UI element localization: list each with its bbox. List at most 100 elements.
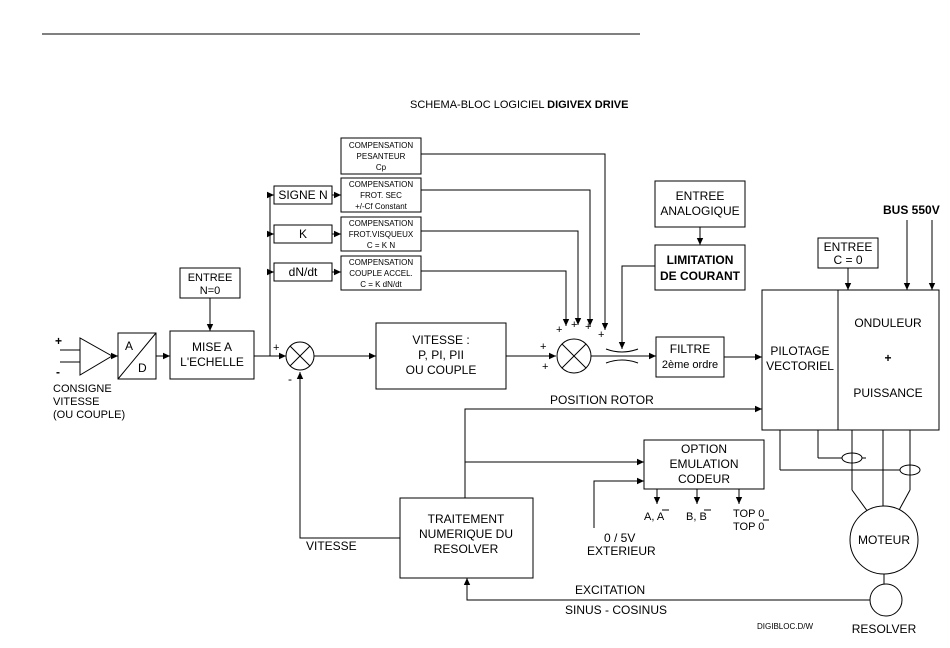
torque-summer: + + + + + +	[540, 319, 604, 374]
consigne-label: CONSIGNE VITESSE (OU COUPLE)	[53, 383, 125, 421]
encoder-output-aa: A, A	[644, 509, 669, 523]
svg-text:OPTION: OPTION	[681, 442, 727, 456]
current-limiter-symbol	[605, 348, 639, 364]
svg-text:Cp: Cp	[376, 163, 387, 172]
svg-text:EXTERIEUR: EXTERIEUR	[587, 544, 656, 558]
encoder-output-bb: B, B	[686, 509, 711, 523]
summer2-sign-4: +	[585, 321, 591, 333]
svg-text:RESOLVER: RESOLVER	[852, 622, 917, 636]
resolver: RESOLVER	[852, 583, 917, 636]
comp-frot-sec-block: COMPENSATION FROT. SEC +/-Cf Constant	[340, 177, 422, 213]
svg-text:B, B: B, B	[686, 511, 707, 523]
svg-text:PESANTEUR: PESANTEUR	[357, 152, 406, 161]
k-block: K	[273, 224, 333, 244]
svg-text:ENTREE: ENTREE	[188, 272, 233, 284]
svg-text:K: K	[299, 227, 307, 241]
svg-text:2ème ordre: 2ème ordre	[662, 359, 718, 371]
svg-text:(OU COUPLE): (OU COUPLE)	[53, 409, 125, 421]
svg-text:COMPENSATION: COMPENSATION	[349, 180, 414, 189]
comp-pesanteur-block: COMPENSATION PESANTEUR Cp	[340, 137, 422, 175]
svg-text:0 / 5V: 0 / 5V	[604, 531, 635, 545]
svg-text:COUPLE ACCEL.: COUPLE ACCEL.	[349, 269, 413, 278]
vitesse-feedback-label: VITESSE	[306, 539, 357, 553]
adc-label-a: A	[125, 339, 133, 353]
comp-couple-accel-block: COMPENSATION COUPLE ACCEL. C = K dN/dt	[340, 255, 422, 291]
svg-text:VITESSE :: VITESSE :	[412, 333, 469, 347]
svg-text:COMPENSATION: COMPENSATION	[349, 258, 414, 267]
comp-frot-visqueux-block: COMPENSATION FROT.VISQUEUX C = K N	[340, 216, 422, 252]
entree-analogique-block: ENTREE ANALOGIQUE	[654, 180, 746, 228]
svg-text:FROT.VISQUEUX: FROT.VISQUEUX	[349, 230, 414, 239]
svg-text:dN/dt: dN/dt	[289, 265, 318, 279]
current-sensors	[779, 430, 921, 476]
svg-text:C = 0: C = 0	[833, 253, 862, 267]
svg-text:COMPENSATION: COMPENSATION	[349, 141, 414, 150]
summer2-sign-3: +	[571, 319, 577, 331]
svg-text:LIMITATION: LIMITATION	[667, 253, 734, 267]
entree-c0-block: ENTREE C = 0	[817, 237, 879, 269]
mise-echelle-block: MISE A L'ECHELLE	[169, 330, 255, 380]
svg-text:CODEUR: CODEUR	[678, 472, 730, 486]
svg-text:TOP 0: TOP 0	[733, 508, 764, 520]
svg-text:CONSIGNE: CONSIGNE	[53, 383, 112, 395]
signe-n-block: SIGNE N	[273, 185, 333, 205]
svg-text:VITESSE: VITESSE	[53, 396, 99, 408]
svg-text:ENTREE: ENTREE	[824, 240, 873, 254]
summer2-sign-6: +	[542, 361, 548, 373]
svg-text:P, PI, PII: P, PI, PII	[418, 348, 464, 362]
svg-text:SIGNE N: SIGNE N	[278, 188, 327, 202]
svg-text:C = K N: C = K N	[367, 241, 395, 250]
svg-text:L'ECHELLE: L'ECHELLE	[180, 355, 244, 369]
excitation-label: EXCITATION	[575, 583, 645, 597]
svg-text:C = K dN/dt: C = K dN/dt	[360, 280, 402, 289]
svg-text:MISE A: MISE A	[192, 340, 232, 354]
summer2-sign-5: +	[598, 329, 604, 341]
input-terminals: + -	[55, 334, 80, 379]
svg-text:N=0: N=0	[200, 285, 221, 297]
title-prefix: SCHEMA-BLOC LOGICIEL	[410, 99, 547, 111]
position-rotor-label: POSITION ROTOR	[550, 393, 654, 407]
dndt-block: dN/dt	[273, 262, 333, 282]
svg-text:A, A: A, A	[644, 511, 665, 523]
svg-text:DE COURANT: DE COURANT	[660, 269, 741, 283]
svg-text:EMULATION: EMULATION	[669, 457, 738, 471]
svg-text:PILOTAGE: PILOTAGE	[770, 344, 829, 358]
svg-text:RESOLVER: RESOLVER	[434, 542, 499, 556]
speed-regulator-block: VITESSE : P, PI, PII OU COUPLE	[375, 322, 507, 390]
file-reference: DIGIBLOC.D/W	[757, 622, 813, 631]
title-bold: DIGIVEX DRIVE	[547, 99, 628, 111]
svg-text:+/-Cf Constant: +/-Cf Constant	[355, 202, 408, 211]
svg-text:MOTEUR: MOTEUR	[858, 533, 910, 547]
exterieur-label: 0 / 5V EXTERIEUR	[587, 531, 656, 558]
svg-text:ANALOGIQUE: ANALOGIQUE	[660, 204, 739, 218]
svg-text:ENTREE: ENTREE	[676, 189, 725, 203]
speed-error-summer: + -	[273, 341, 315, 386]
limitation-courant-block: LIMITATION DE COURANT	[654, 244, 746, 291]
svg-text:FILTRE: FILTRE	[670, 342, 710, 356]
svg-text:NUMERIQUE DU: NUMERIQUE DU	[419, 527, 513, 541]
option-emulation-codeur-block: OPTION EMULATION CODEUR	[643, 439, 765, 490]
svg-text:TOP 0: TOP 0	[733, 521, 764, 533]
onduleur-puissance-block: ONDULEUR + PUISSANCE	[837, 289, 940, 431]
pilotage-vectoriel-block: PILOTAGE VECTORIEL	[761, 289, 839, 431]
entree-n0-block: ENTREE N=0	[179, 267, 241, 299]
svg-text:OU COUPLE: OU COUPLE	[406, 363, 477, 377]
svg-text:PUISSANCE: PUISSANCE	[853, 386, 922, 400]
diagram-title: SCHEMA-BLOC LOGICIEL DIGIVEX DRIVE	[410, 99, 628, 111]
svg-text:COMPENSATION: COMPENSATION	[349, 219, 414, 228]
summer2-sign-2: +	[556, 324, 562, 336]
input-plus-sign: +	[55, 334, 62, 348]
svg-text:FROT. SEC: FROT. SEC	[360, 191, 402, 200]
adc-block: A D	[117, 332, 157, 380]
summer1-minus: -	[288, 372, 292, 386]
sinus-cosinus-label: SINUS - COSINUS	[565, 603, 667, 617]
input-minus-sign: -	[56, 365, 60, 379]
adc-label-d: D	[138, 361, 147, 375]
svg-text:TRAITEMENT: TRAITEMENT	[428, 512, 505, 526]
svg-text:ONDULEUR: ONDULEUR	[854, 316, 922, 330]
summer2-sign-1: +	[540, 341, 546, 353]
traitement-resolver-block: TRAITEMENT NUMERIQUE DU RESOLVER	[399, 497, 534, 579]
encoder-output-top0: TOP 0 TOP 0	[733, 508, 769, 533]
moteur: MOTEUR	[849, 505, 919, 575]
